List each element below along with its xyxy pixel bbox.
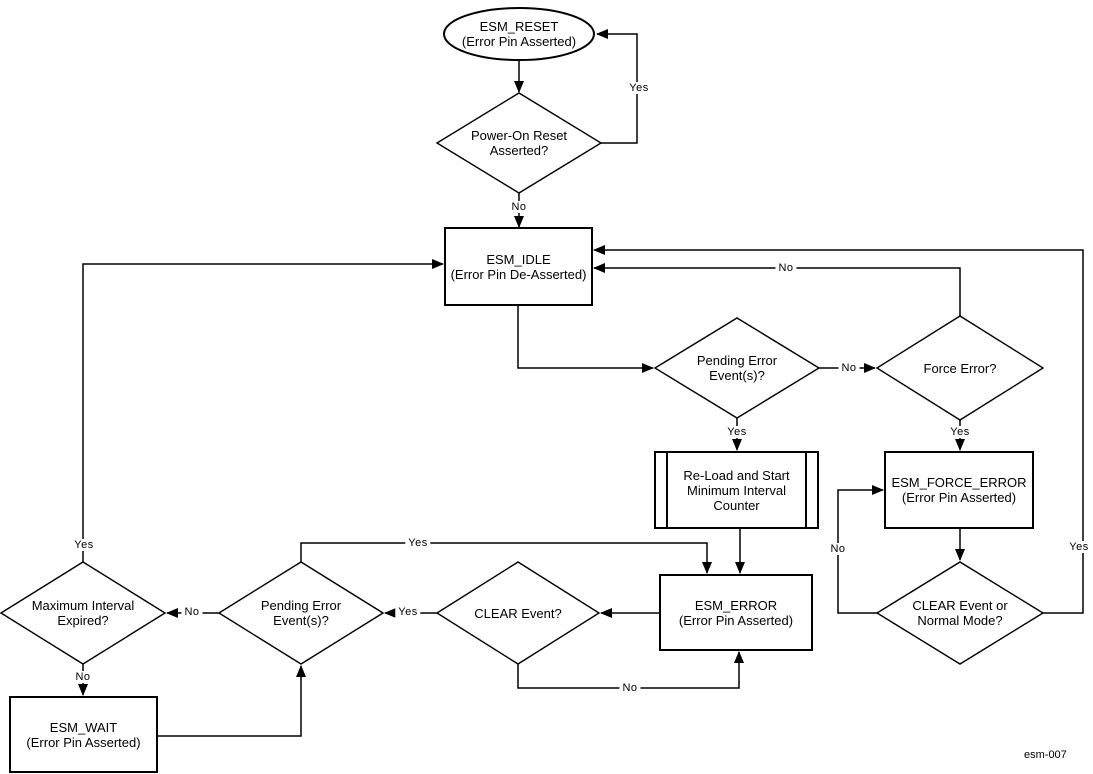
esm-error-state-shape	[659, 574, 813, 651]
edge-maxinterval-yes-to-idle	[82, 259, 444, 562]
esm-force-error-state-shape	[884, 451, 1034, 529]
edge-label-clearnormal-no: No	[827, 543, 849, 555]
edge-wait-to-pending2	[157, 665, 306, 737]
figure-id-label: esm-007	[1024, 749, 1067, 761]
power-on-reset-decision-shape	[435, 92, 603, 194]
edge-label-pending1-yes: Yes	[724, 426, 750, 438]
esm-reset-terminator-shape	[443, 7, 595, 61]
edge-label-max-no: No	[72, 671, 94, 683]
edge-label-clearevent-yes: Yes	[395, 606, 421, 618]
edge-idle-to-pending1	[517, 305, 654, 373]
edge-label-clearnormal-yes: Yes	[1066, 541, 1092, 553]
force-error-decision-shape	[875, 315, 1045, 421]
pending-error-1-decision-shape	[653, 317, 821, 419]
edge-clearnormal-yes-to-idle	[593, 245, 1084, 614]
edge-label-clearevent-no: No	[619, 682, 641, 694]
max-interval-decision-shape	[0, 561, 167, 665]
esm-wait-state-shape	[9, 696, 158, 773]
edge-force-no-to-idle	[593, 263, 961, 316]
edge-label-force-no: No	[775, 262, 797, 274]
edge-label-force-yes: Yes	[947, 426, 973, 438]
esm-idle-state-shape	[444, 227, 593, 306]
clear-or-normal-decision-shape	[875, 561, 1045, 665]
edge-label-poweron-no: No	[508, 201, 530, 213]
reload-counter-process-shape	[654, 451, 819, 529]
edge-label-pending2-no: No	[181, 606, 203, 618]
edge-label-pending2-yes: Yes	[405, 537, 431, 549]
edge-label-max-yes: Yes	[71, 539, 97, 551]
edge-pending2-yes-to-error	[300, 542, 712, 574]
pending-error-2-decision-shape	[217, 561, 385, 665]
clear-event-decision-shape	[435, 561, 601, 665]
edge-label-reset-yes: Yes	[626, 82, 652, 94]
edge-label-pending1-no: No	[838, 362, 860, 374]
